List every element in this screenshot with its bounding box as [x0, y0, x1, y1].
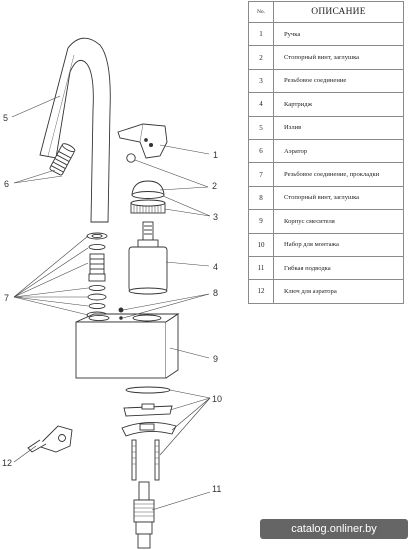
screw-part-8: [118, 307, 124, 313]
row-description: Аэратор: [273, 138, 404, 164]
aerator-key-part: [27, 425, 73, 453]
watermark-badge: catalog.onliner.by: [260, 519, 408, 539]
callout-10: 10: [212, 394, 222, 404]
row-description: Картридж: [273, 92, 404, 117]
handle-part: [117, 123, 168, 159]
row-description: Гибкая подводка: [273, 255, 404, 281]
row-number: 4: [248, 92, 274, 117]
row-description: Резьбовое соединение, прокладки: [273, 162, 404, 187]
flexible-hose-part: [133, 481, 155, 549]
row-description: Резьбовое соединение: [273, 68, 404, 94]
callout-7: 7: [4, 293, 9, 303]
callout-3: 3: [213, 212, 218, 222]
row-number: 6: [248, 138, 274, 164]
cartridge-part: [128, 221, 168, 295]
row-number: 2: [248, 45, 274, 70]
row-description: Набор для монтажа: [273, 232, 404, 257]
callout-6: 6: [4, 179, 9, 189]
callout-11: 11: [212, 484, 221, 494]
callout-12: 12: [2, 458, 12, 468]
dome-cap-part: [131, 180, 165, 199]
row-description: Излив: [273, 115, 404, 140]
row-number: 7: [248, 162, 274, 187]
header-no: No.: [248, 1, 274, 23]
row-description: Корпус смесителя: [273, 209, 404, 234]
thread-gasket-stack: [86, 232, 108, 319]
threaded-nut-part: [130, 199, 166, 214]
row-description: Ключ для аэратора: [273, 279, 404, 304]
row-number: 3: [248, 68, 274, 94]
callout-8: 8: [213, 288, 218, 298]
aerator-part: [49, 143, 76, 176]
row-number: 5: [248, 115, 274, 140]
callout-2: 2: [212, 181, 217, 191]
mounting-kit-part: [121, 386, 177, 481]
callout-1: 1: [213, 150, 218, 160]
leader-lines: [11, 95, 211, 511]
row-number: 9: [248, 209, 274, 234]
callout-5: 5: [3, 113, 8, 123]
row-number: 12: [248, 279, 274, 304]
screw-plug-part: [126, 138, 148, 163]
row-description: Ручка: [273, 21, 404, 47]
callout-9: 9: [213, 354, 218, 364]
row-description: Стопорный винт, заглушка: [273, 185, 404, 211]
spout-part: [39, 37, 111, 223]
row-description: Стопорный винт, заглушка: [273, 45, 404, 70]
header-description: ОПИСАНИЕ: [273, 1, 404, 23]
callout-4: 4: [213, 262, 218, 272]
parts-table-header: No. ОПИСАНИЕ: [248, 1, 404, 23]
row-number: 10: [248, 232, 274, 257]
row-number: 8: [248, 185, 274, 211]
row-number: 11: [248, 255, 274, 281]
row-number: 1: [248, 21, 274, 47]
mixer-body-part: [75, 313, 180, 379]
